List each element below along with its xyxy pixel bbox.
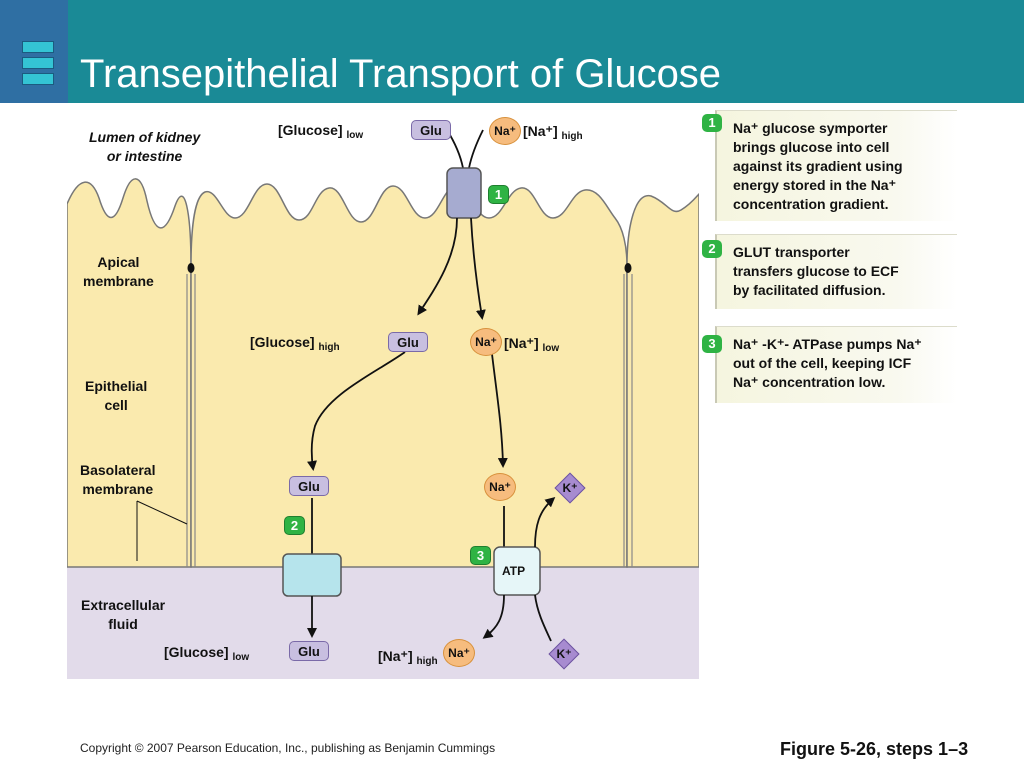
callout-line: Na⁺ glucose symporter <box>733 120 888 136</box>
conc-sub: low <box>346 130 364 141</box>
callout-line: energy stored in the Na⁺ <box>733 177 896 193</box>
glucose-molecule: Glu <box>388 332 428 352</box>
callout-line: GLUT transporter <box>733 244 850 260</box>
step-badge: 3 <box>470 546 491 565</box>
step-3-callout: Na⁺ -K⁺- ATPase pumps Na⁺ out of the cel… <box>715 326 957 403</box>
conc-text: [Glucose] <box>164 644 229 660</box>
basolateral-label-line: membrane <box>82 481 154 497</box>
callout-line: by facilitated diffusion. <box>733 282 886 298</box>
potassium-ion-label: K⁺ <box>556 647 572 661</box>
figure-reference: Figure 5-26, steps 1–3 <box>780 739 969 759</box>
sodium-ion: Na⁺ <box>470 328 502 356</box>
step-1-badge: 1 <box>702 114 722 132</box>
slide-logo <box>0 0 68 103</box>
tight-junction <box>187 263 195 273</box>
callout-line: Na⁺ -K⁺- ATPase pumps Na⁺ <box>733 336 922 352</box>
cell-cytoplasm <box>190 183 628 568</box>
glut-transporter <box>282 553 342 597</box>
logo-bar-icon <box>22 73 54 85</box>
conc-text: [Glucose] <box>278 122 343 138</box>
cell-na-concentration: [Na⁺] low <box>504 335 559 354</box>
apical-membrane-label: Apical membrane <box>83 253 154 291</box>
apical-label-line: Apical <box>97 254 140 270</box>
step-2-callout: GLUT transporter transfers glucose to EC… <box>715 234 957 309</box>
ecf-glucose-concentration: [Glucose] low <box>164 644 249 663</box>
epithelial-label-line: Epithelial <box>85 378 148 394</box>
ecf-na-concentration: [Na⁺] high <box>378 648 438 667</box>
conc-sub: low <box>542 343 560 354</box>
sodium-ion: Na⁺ <box>489 117 521 145</box>
callout-line: transfers glucose to ECF <box>733 263 899 279</box>
conc-text: [Na⁺] <box>504 335 539 351</box>
conc-text: [Na⁺] <box>378 648 413 664</box>
logo-bar-icon <box>22 57 54 69</box>
lumen-label-line: or intestine <box>106 148 183 164</box>
conc-text: [Glucose] <box>250 334 315 350</box>
conc-sub: low <box>232 652 250 663</box>
epithelial-cell-label: Epithelial cell <box>85 377 147 415</box>
transport-figure: Lumen of kidney or intestine Apical memb… <box>66 106 700 679</box>
sodium-ion: Na⁺ <box>484 473 516 501</box>
conc-sub: high <box>318 342 340 353</box>
callout-line: Na⁺ concentration low. <box>733 374 886 390</box>
cell-cytoplasm <box>626 192 700 568</box>
conc-sub: high <box>416 656 438 667</box>
apical-label-line: membrane <box>83 273 154 289</box>
extracellular-fluid-label: Extracellular fluid <box>81 596 165 634</box>
tight-junction <box>624 263 632 273</box>
step-2-badge: 2 <box>702 240 722 258</box>
conc-sub: high <box>561 131 583 142</box>
glucose-molecule: Glu <box>289 476 329 496</box>
cell-cytoplasm <box>66 178 192 568</box>
na-k-atpase <box>493 546 541 596</box>
header-bar <box>0 0 1024 103</box>
glucose-molecule: Glu <box>289 641 329 661</box>
conc-text: [Na⁺] <box>523 123 558 139</box>
header-divider <box>68 103 968 106</box>
ecf-label-line: fluid <box>108 616 138 632</box>
step-1-text: Na⁺ glucose symporter brings glucose int… <box>733 119 903 214</box>
potassium-ion-label: K⁺ <box>562 481 578 495</box>
callout-line: brings glucose into cell <box>733 139 890 155</box>
step-3-badge: 3 <box>702 335 722 353</box>
copyright-notice: Copyright © 2007 Pearson Education, Inc.… <box>80 741 496 755</box>
step-badge: 1 <box>488 185 509 204</box>
logo-bar-icon <box>22 41 54 53</box>
callout-line: out of the cell, keeping ICF <box>733 355 912 371</box>
lumen-na-concentration: [Na⁺] high <box>523 123 583 142</box>
callout-line: concentration gradient. <box>733 196 889 212</box>
glucose-molecule: Glu <box>411 120 451 140</box>
na-glucose-symporter <box>446 167 482 219</box>
sodium-ion: Na⁺ <box>443 639 475 667</box>
basolateral-membrane-label: Basolateral membrane <box>80 461 155 499</box>
epithelial-label-line: cell <box>104 397 128 413</box>
cell-diagram <box>66 106 700 679</box>
ecf-label-line: Extracellular <box>81 597 166 613</box>
basolateral-label-line: Basolateral <box>80 462 156 478</box>
lumen-glucose-concentration: [Glucose] low <box>278 122 363 141</box>
lumen-label-line: Lumen of kidney <box>89 129 201 145</box>
cell-glucose-concentration: [Glucose] high <box>250 334 340 353</box>
extracellular-fluid-region <box>67 567 699 679</box>
lumen-label: Lumen of kidney or intestine <box>89 128 200 166</box>
step-3-text: Na⁺ -K⁺- ATPase pumps Na⁺ out of the cel… <box>733 335 922 392</box>
step-1-callout: Na⁺ glucose symporter brings glucose int… <box>715 110 957 221</box>
step-2-text: GLUT transporter transfers glucose to EC… <box>733 243 899 300</box>
slide-title: Transepithelial Transport of Glucose <box>80 52 722 96</box>
atp-label: ATP <box>502 564 526 578</box>
callout-line: against its gradient using <box>733 158 903 174</box>
step-badge: 2 <box>284 516 305 535</box>
